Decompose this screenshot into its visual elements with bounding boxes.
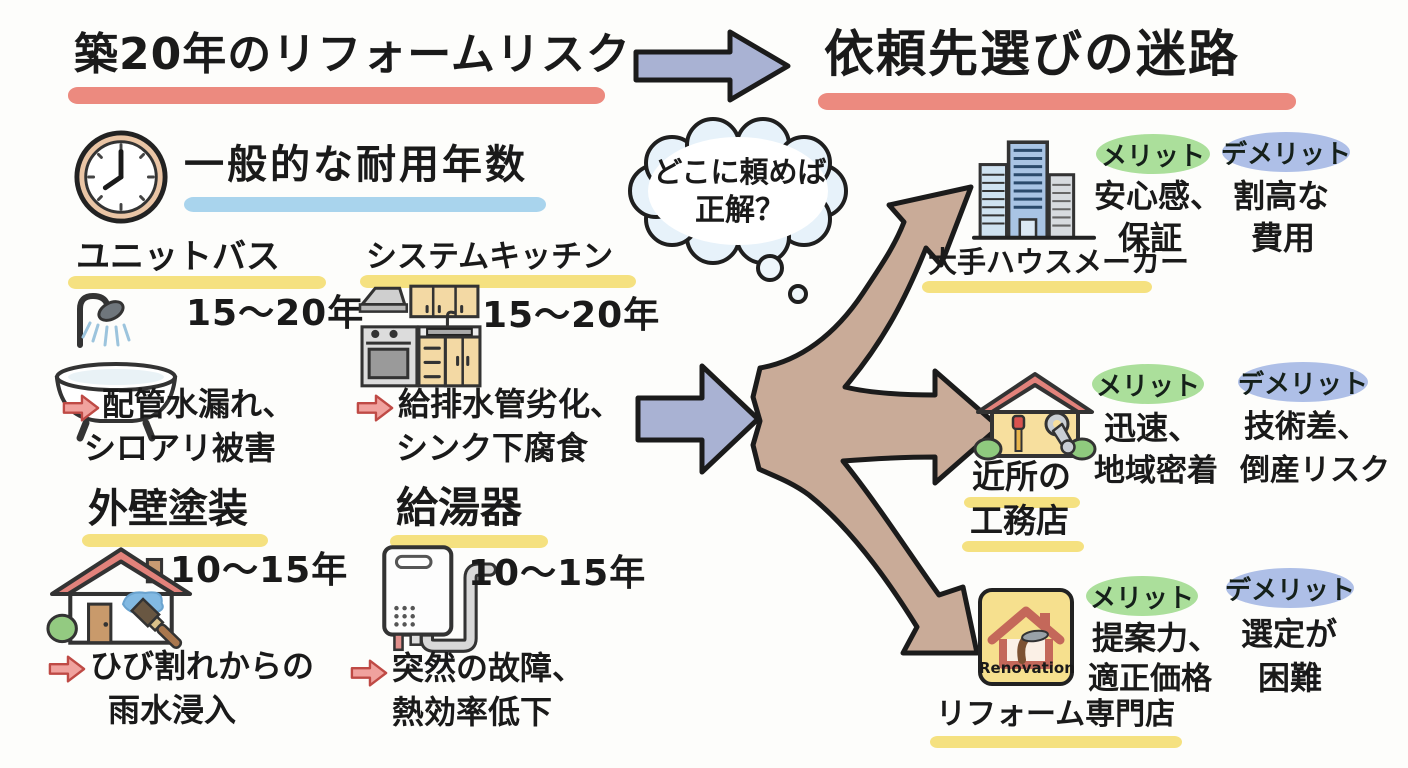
merit-text-line1: 安心感、 <box>1094 177 1223 215</box>
option-renovation-underline <box>930 736 1182 748</box>
item-heater-underline <box>390 535 548 548</box>
demerit-text-line1: 技術差、 <box>1244 409 1368 445</box>
kitchen-icon <box>358 284 482 388</box>
branching-paths-arrow <box>750 184 1002 656</box>
demerit-badge: デメリット <box>1221 132 1351 172</box>
merit-badge: メリット <box>1092 364 1204 404</box>
item-unit-bath-risk2: シロアリ被害 <box>84 429 277 467</box>
office-buildings-icon <box>972 140 1096 240</box>
risk-arrow-icon <box>350 659 388 687</box>
demerit-text-line1: 割高な <box>1233 177 1330 215</box>
bubble-question-line2: 正解？ <box>695 193 785 228</box>
merit-badge: メリット <box>1086 576 1198 616</box>
item-kitchen-risk2: シンク下腐食 <box>396 429 589 467</box>
demerit-badge: デメリット <box>1238 362 1368 402</box>
demerit-text-line2: 困難 <box>1258 659 1323 697</box>
option-contractor-underline1 <box>964 497 1080 508</box>
option-renovation-label: リフォーム専門店 <box>936 697 1176 732</box>
bathtub-icon <box>54 292 178 442</box>
merit-text-line2: 保証 <box>1118 219 1183 257</box>
item-exterior-risk2: 雨水浸入 <box>108 691 237 729</box>
merit-text-line2: 地域密着 <box>1094 453 1218 489</box>
title-right-underline <box>818 93 1296 110</box>
demerit-text-line1: 選定が <box>1241 615 1338 653</box>
lifespan-heading-underline <box>184 197 546 212</box>
item-heater-name: 給湯器 <box>396 483 523 532</box>
item-kitchen-name: システムキッチン <box>366 239 614 275</box>
risk-arrow-icon <box>62 394 100 422</box>
option-housemaker-label: 大手ハウスメーカー <box>928 245 1190 279</box>
page-title-right: 依頼先選びの迷路 <box>824 25 1240 83</box>
option-contractor-label-line2: 工務店 <box>970 501 1069 540</box>
item-heater-risk1: 突然の故障、 <box>392 649 585 687</box>
risk-arrow-icon <box>356 394 394 422</box>
page-title-left: 築20年のリフォームリスク <box>74 29 631 80</box>
item-unit-bath-underline <box>68 276 326 289</box>
clock-icon <box>74 130 168 224</box>
item-exterior-underline <box>82 534 268 547</box>
risk-arrow-icon <box>48 655 86 683</box>
option-housemaker-underline <box>922 281 1152 293</box>
item-heater-years: 10〜15年 <box>468 553 647 594</box>
thought-bubble <box>628 117 848 304</box>
merit-text-line1: 迅速、 <box>1104 409 1201 447</box>
merit-text-line2: 適正価格 <box>1088 661 1212 697</box>
item-exterior-risk1: ひび割れからの <box>90 647 315 685</box>
option-contractor-label-line1: 近所の <box>972 457 1071 496</box>
item-exterior-name: 外壁塗装 <box>88 486 248 532</box>
demerit-text-line2: 費用 <box>1251 219 1316 257</box>
house-painting-icon <box>46 547 192 649</box>
title-left-underline <box>68 87 605 104</box>
option-contractor-underline2 <box>962 541 1084 552</box>
main-flow-arrow-icon <box>635 363 761 475</box>
water-heater-icon <box>382 545 497 653</box>
merit-badge: メリット <box>1096 134 1210 174</box>
item-unit-bath-years: 15〜20年 <box>186 293 365 334</box>
renovation-icon-caption: Renovation <box>979 659 1075 677</box>
demerit-text-line2: 倒産リスク <box>1240 453 1390 488</box>
item-unit-bath-name: ユニットバス <box>76 237 280 277</box>
renovation-shop-icon <box>978 588 1074 686</box>
local-contractor-icon <box>973 372 1097 461</box>
demerit-badge: デメリット <box>1225 568 1355 608</box>
item-unit-bath-risk1: 配管水漏れ、 <box>102 385 295 423</box>
lifespan-heading: 一般的な耐用年数 <box>184 142 528 188</box>
flow-arrow-icon <box>633 29 791 103</box>
merit-text-line1: 提案力、 <box>1092 619 1221 657</box>
item-kitchen-years: 15〜20年 <box>482 295 661 336</box>
item-exterior-years: 10〜15年 <box>170 550 349 591</box>
item-kitchen-risk1: 給排水管劣化、 <box>398 385 623 423</box>
bubble-question-line1: どこに頼めば <box>653 155 827 189</box>
item-heater-risk2: 熱効率低下 <box>392 693 553 731</box>
